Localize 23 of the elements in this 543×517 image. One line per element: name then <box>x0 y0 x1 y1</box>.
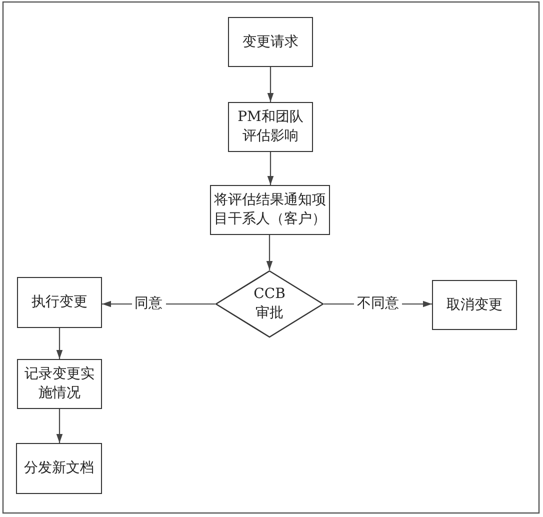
process-box <box>228 102 313 152</box>
node-text: CCB审批 <box>252 285 286 323</box>
edge-label: 同意 <box>132 296 166 312</box>
node-text: 取消变更 <box>446 296 504 314</box>
node-text: 变更请求 <box>242 32 300 52</box>
node-text: 记录变更实施情况 <box>24 365 96 403</box>
arrow <box>267 152 274 185</box>
process-box <box>17 277 102 328</box>
process-box <box>17 359 102 409</box>
edge-label: 不同意 <box>354 296 402 312</box>
node-text: 将评估结果通知项目干系人（客户） <box>213 191 327 229</box>
node-text: 执行变更 <box>30 293 88 312</box>
process-box <box>16 443 102 494</box>
node-text: PM和团队评估影响 <box>236 108 304 146</box>
process-box <box>228 17 313 67</box>
node-text: 分发新文档 <box>23 459 95 478</box>
process-box <box>432 280 517 330</box>
process-box <box>210 185 330 235</box>
arrow <box>56 409 63 443</box>
arrow <box>266 235 273 270</box>
decision-diamond <box>215 270 324 338</box>
arrow <box>56 328 63 359</box>
arrow <box>267 67 274 102</box>
